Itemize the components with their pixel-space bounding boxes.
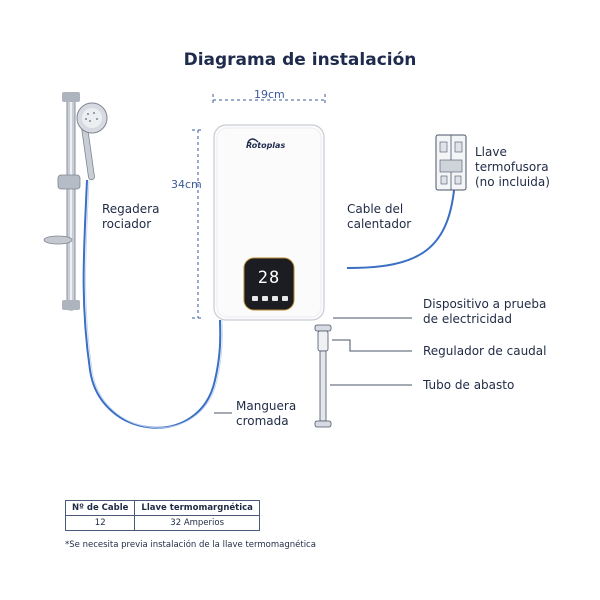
table-row: 12 32 Amperios [64, 515, 260, 531]
table-header: Nº de Cable [64, 500, 136, 516]
table-header: Llave termomargnética [134, 500, 260, 516]
breaker-icon [435, 134, 467, 191]
control-buttons [252, 296, 288, 301]
brand-logo-icon [247, 138, 259, 143]
shower-head-icon [76, 102, 108, 181]
table-header-row: Nº de Cable Llave termomargnética [64, 500, 260, 516]
water-heater [213, 124, 325, 321]
regulator-label: Regulador de caudal [423, 344, 547, 358]
brand-logo: Rotoplas [246, 141, 286, 150]
temperature-display: 28 [257, 268, 281, 288]
spec-table: Nº de Cable Llave termomargnética 12 32 … [64, 500, 260, 531]
supply-pipe [314, 324, 332, 428]
chrome-hose [82, 179, 222, 429]
supply-label: Tubo de abasto [423, 378, 515, 392]
width-dimension: 19cm [254, 88, 285, 101]
page-title: Diagrama de instalación [183, 50, 417, 70]
table-cell: 32 Amperios [134, 515, 260, 531]
leader-lines [214, 317, 412, 414]
table-cell: 12 [64, 515, 136, 531]
height-dimension: 34cm [171, 178, 202, 191]
footnote: *Se necesita previa instalación de la ll… [65, 540, 316, 550]
dimension-guides [192, 94, 326, 319]
shower-set [43, 92, 108, 311]
heater-cable [346, 179, 456, 269]
